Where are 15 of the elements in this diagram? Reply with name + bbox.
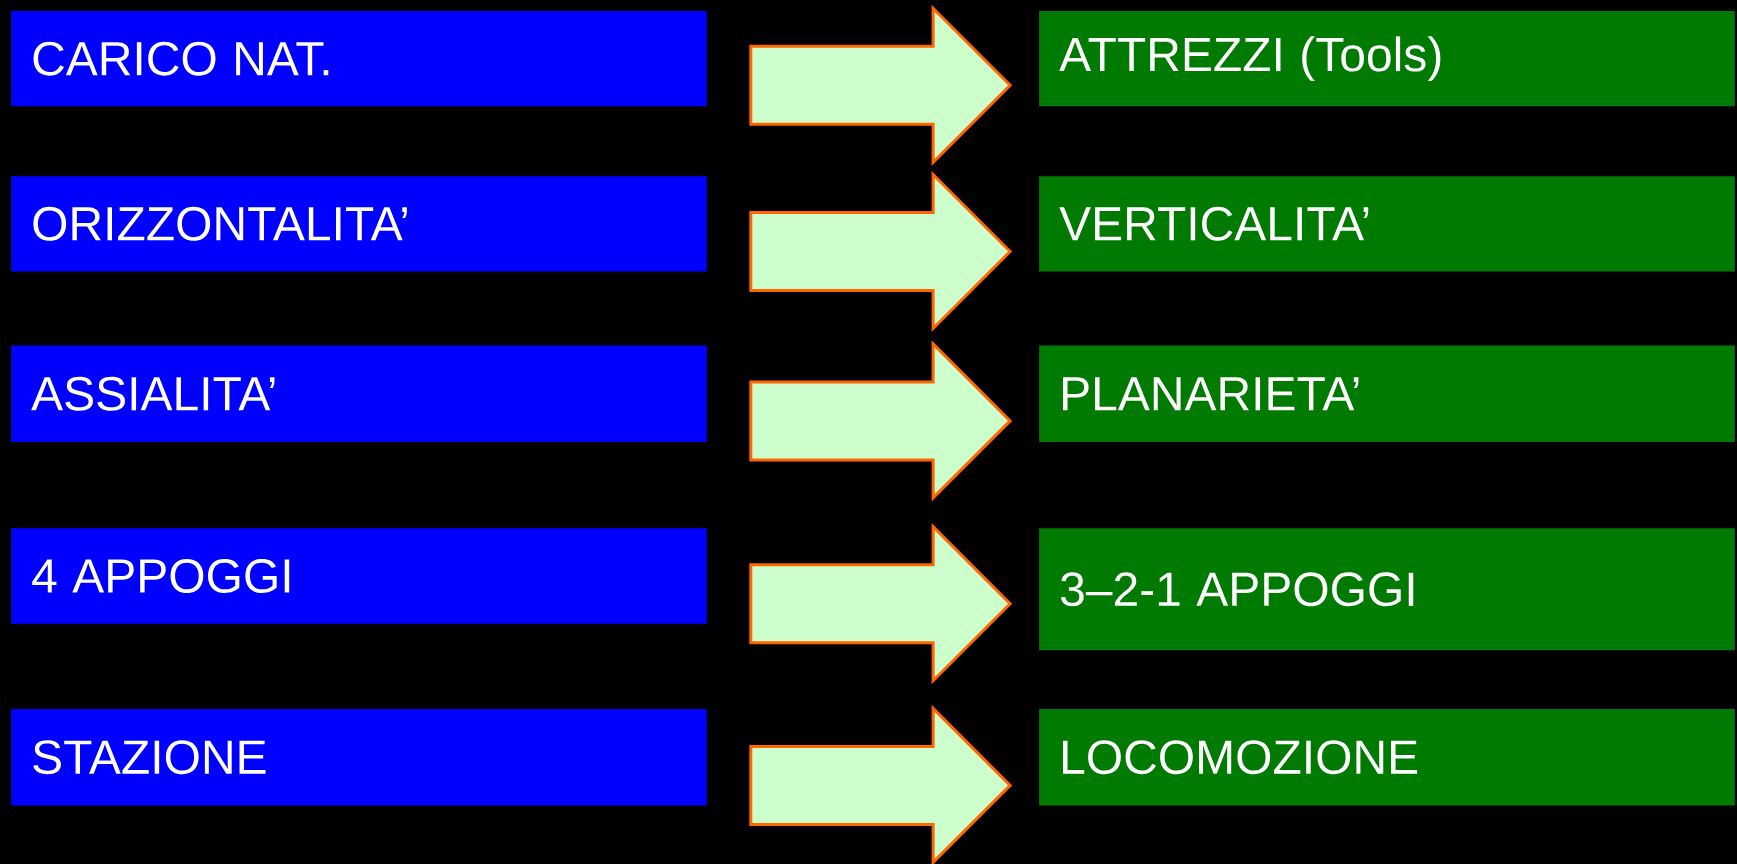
source-box: ORIZZONTALITA’: [11, 176, 707, 272]
target-box: PLANARIETA’: [1039, 345, 1735, 442]
block-arrow: [749, 340, 1013, 502]
source-box: ASSIALITA’: [11, 345, 707, 442]
source-box: STAZIONE: [11, 709, 707, 806]
block-arrow: [749, 523, 1013, 685]
block-arrow: [749, 704, 1013, 864]
target-box: ATTREZZI (Tools): [1039, 11, 1735, 107]
target-box: VERTICALITA’: [1039, 176, 1735, 272]
source-box: 4 APPOGGI: [11, 528, 707, 624]
target-box: LOCOMOZIONE: [1039, 709, 1735, 806]
block-arrow: [749, 170, 1013, 333]
target-box: 3–2-1 APPOGGI: [1039, 528, 1735, 651]
block-arrow: [749, 4, 1013, 166]
source-box: CARICO NAT.: [11, 11, 707, 107]
